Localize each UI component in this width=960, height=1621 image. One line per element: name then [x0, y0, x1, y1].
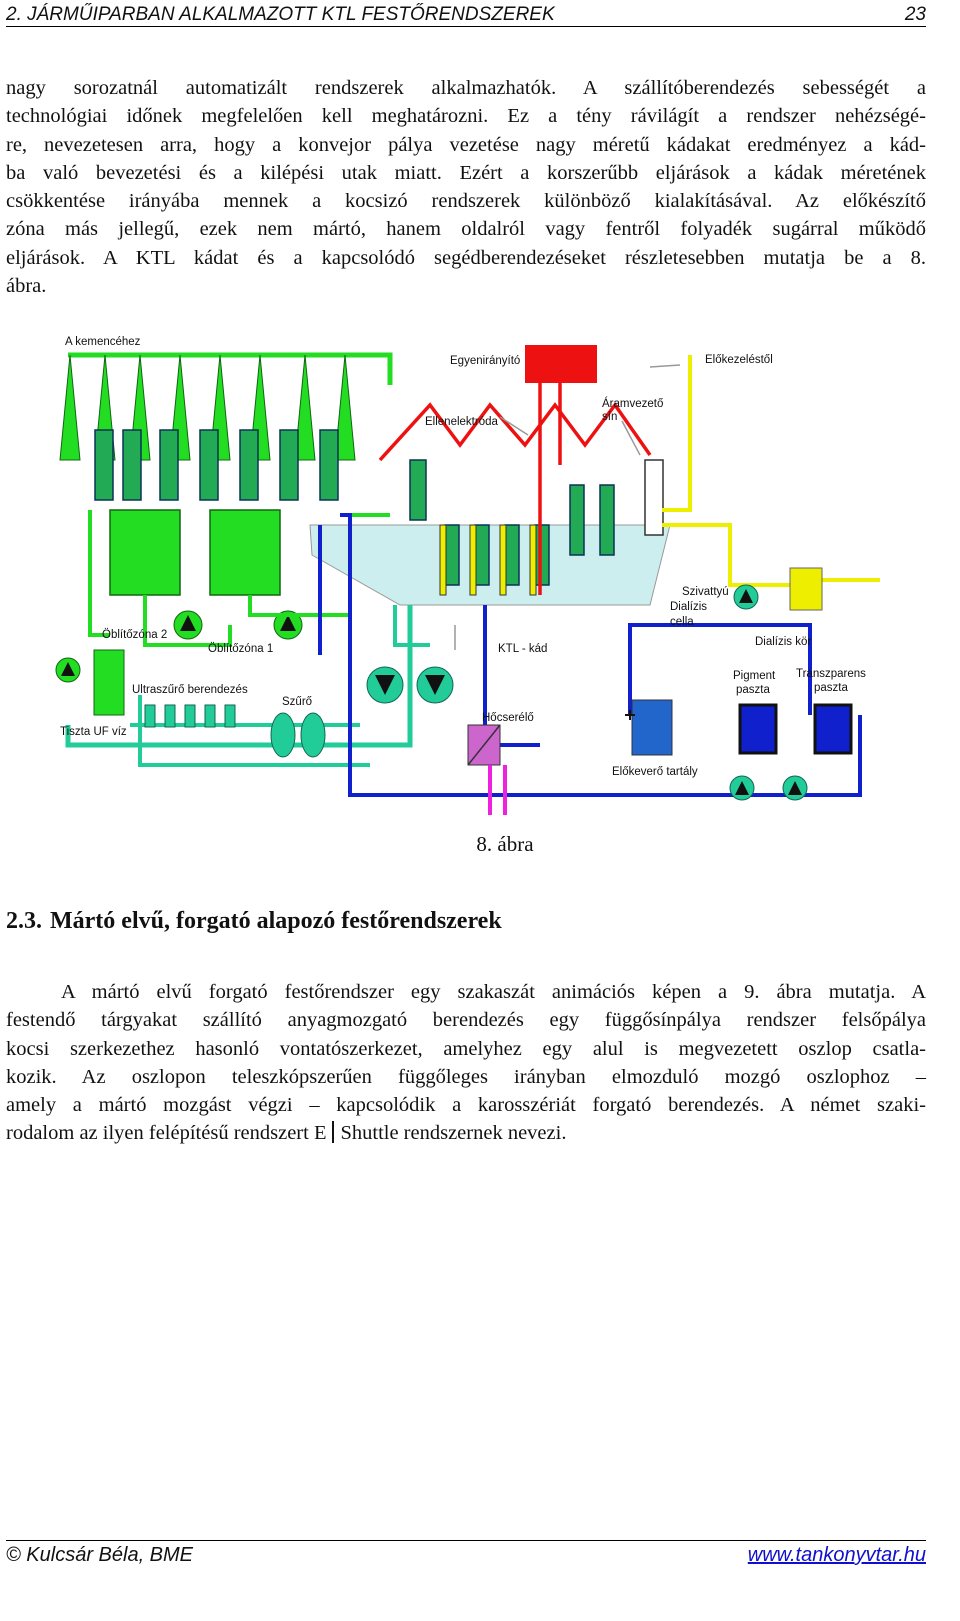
label-elokevero: Előkeverő tartály [612, 766, 698, 778]
label-tiszta-uf: Tiszta UF víz [60, 726, 127, 738]
text-line: nagy sorozatnál automatizált rendszerek … [6, 77, 926, 99]
label-aramvezeto: Áramvezető [602, 397, 663, 410]
label-hocserelo: Hőcserélő [482, 712, 534, 724]
section-heading: 2.3. Mártó elvű, forgató alapozó festőren… [6, 908, 502, 935]
label-ktl-kad: KTL - kád [498, 643, 547, 655]
text-line: amely a mártó mozgást végzi – kapcsolódi… [6, 1094, 926, 1117]
text-line-last: rodalom az ilyen felépítésű rendszert E S… [6, 1119, 926, 1147]
rectifier [525, 345, 597, 383]
ktl-system-diagram: A kemencéhez Egyenirányító Előkezeléstől… [55, 336, 880, 815]
hanging-parts [94, 429, 615, 586]
text-line: eljárások. A KTL kádat és a kapcsolódó s… [6, 246, 926, 269]
label-sin: sín [602, 411, 617, 423]
paragraph-1: nagy sorozatnál automatizált rendszerek … [6, 74, 926, 300]
text-line: ba való bevezetési és a kilépési utak mi… [6, 161, 926, 184]
figure-caption: 8. ábra [0, 832, 960, 857]
label-ellenelektroda: Ellenelektróda [425, 416, 498, 428]
text-line: ábra. [6, 275, 47, 298]
footer-link[interactable]: www.tankonyvtar.hu [747, 1544, 926, 1566]
label-cella: cella [670, 616, 694, 628]
page-number: 23 [904, 4, 926, 25]
caption-text: 8. ábra [476, 832, 534, 856]
label-transzparens: Transzparens [796, 668, 866, 680]
label-pigment: Pigment [733, 670, 776, 682]
label-oblitozona2: Öblítőzóna 2 [102, 629, 167, 641]
label-egyeniranyito: Egyenirányító [450, 355, 520, 367]
text-line: kocsi szerkezethez hasonló vontatószerke… [6, 1037, 926, 1060]
label-kemence: A kemencéhez [65, 336, 141, 348]
heat-exchanger-pipes [488, 765, 507, 815]
text-line: zóna más jellegű, ezek nem mártó, hanem … [6, 218, 926, 241]
text-before-bar: rodalom az ilyen felépítésű rendszert E [6, 1122, 327, 1145]
label-szuro: Szűrő [282, 696, 312, 708]
rinse-tank-1 [209, 509, 281, 596]
ktl-pumps [366, 605, 454, 704]
counter-electrode-lines [378, 383, 652, 595]
text-line: re, nevezetesen arra, hogy a konvejor pá… [6, 133, 926, 156]
text-line: A mártó elvű forgató festőrendszer egy s… [61, 981, 926, 1003]
label-oblitozona1: Öblítőzóna 1 [208, 643, 273, 655]
section-number: 2.3. [6, 908, 42, 934]
ktl-bath [309, 524, 671, 606]
footer-author: © Kulcsár Béla, BME [6, 1544, 194, 1566]
text-after-bar: Shuttle rendszernek nevezi. [340, 1122, 567, 1145]
blue-pipes [318, 513, 862, 797]
transparent-paste-tank [813, 703, 853, 755]
rinse-tank-2 [109, 509, 181, 596]
text-line: festendő tárgyakat szállító anyagmozgató… [6, 1009, 926, 1032]
pigment-paste-tank [738, 703, 778, 755]
separator-bar [332, 1121, 335, 1144]
text-line: kozik. Az oszlopon teleszkópszerűen függ… [6, 1065, 926, 1088]
page-footer: © Kulcsár Béla, BME www.tankonyvtar.hu [6, 1540, 926, 1567]
dialysis-tank [789, 567, 823, 611]
paragraph-2: A mártó elvű forgató festőrendszer egy s… [6, 978, 926, 1148]
green-conveyor-line [68, 352, 393, 385]
label-ultraszuro: Ultraszűrő berendezés [132, 684, 248, 696]
ultrafilter-block [65, 605, 413, 767]
clean-uf-water-tank [93, 649, 125, 716]
label-transzparens-paszta: paszta [814, 682, 848, 694]
chapter-title: 2. JÁRMŰIPARBAN ALKALMAZOTT KTL FESTŐREN… [6, 4, 555, 25]
label-elokezelestol: Előkezeléstől [705, 354, 773, 366]
yellow-dialysis-lines [662, 355, 880, 587]
white-part [644, 459, 664, 536]
premix-tank [631, 699, 673, 756]
section-title: Mártó elvű, forgató alapozó festőrendsze… [50, 908, 502, 934]
page-header: 2. JÁRMŰIPARBAN ALKALMAZOTT KTL FESTŐREN… [6, 4, 926, 27]
label-dializis-kor: Dialízis kör [755, 636, 811, 648]
label-pigment-paszta: paszta [736, 684, 770, 696]
rinse-pumps [55, 610, 303, 683]
label-szivattyu: Szivattyú [682, 586, 729, 598]
text-line: technológiai időnek megfelelően kell meg… [6, 105, 926, 128]
text-line: csökkentése irányába mennek a kocsizó re… [6, 190, 926, 213]
arrows [454, 364, 681, 650]
electrode-bars [439, 524, 537, 596]
label-dializis: Dialízis [670, 601, 707, 613]
